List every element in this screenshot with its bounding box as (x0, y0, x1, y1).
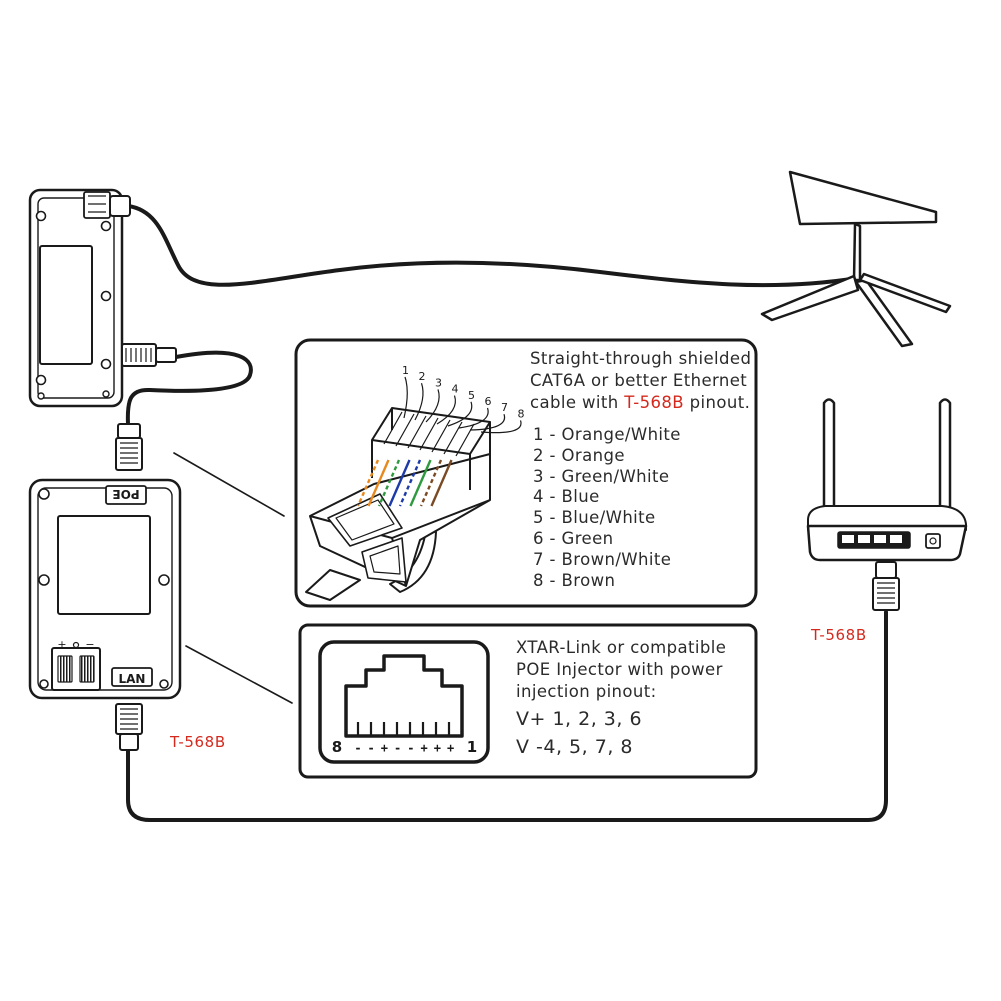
pin-list-item: 7 - Brown/White (533, 549, 672, 569)
leader-pin-4 (436, 395, 456, 425)
router-to-poe-cable (125, 350, 253, 426)
injector-description-line1: XTAR-Link or compatible (516, 638, 727, 657)
rj45-plug-poe-input (115, 423, 143, 471)
wire-pin-1 (356, 459, 380, 507)
rj45-plug-poe-lan (115, 703, 143, 751)
wire-pin-5 (398, 459, 422, 507)
antenna-right (938, 398, 952, 518)
leader-line-pinout (173, 452, 285, 517)
antenna-left (822, 398, 836, 512)
pinout-description-line2: CAT6A or better Ethernet (530, 371, 748, 390)
pin-number-8: 8 (518, 407, 525, 420)
injector-power-pins: V+ 1, 2, 3, 6 V ‑4, 5, 7, 8 (516, 705, 642, 761)
pin-number-7: 7 (501, 401, 508, 414)
lan-label: LAN (119, 672, 146, 686)
jack-contacts (356, 722, 451, 736)
pin-list-item: 3 - Green/White (533, 466, 670, 486)
wire-pin-6 (409, 459, 432, 507)
pin-number-3: 3 (435, 376, 442, 389)
pin-number-5: 5 (468, 389, 475, 402)
dish-plate (788, 170, 938, 226)
injector-description-line2: POE Injector with power (516, 660, 723, 679)
pinout-description-line1: Straight-through shielded (530, 349, 752, 368)
leader-pin-8 (480, 420, 522, 434)
pinout-leader-lines (403, 376, 522, 434)
pinout-standard-label: T-568B (624, 393, 685, 412)
leader-pin-3 (425, 389, 440, 423)
jack-right-number: 1 (467, 738, 477, 756)
wire-pin-7 (419, 459, 443, 507)
dish-stem (852, 222, 862, 282)
wire-pin-8 (430, 459, 453, 507)
leader-pin-6 (458, 407, 489, 429)
poe-minus-mark: − (85, 638, 94, 651)
injector-description-line3: injection pinout: (516, 682, 657, 701)
rj45-plug-router (121, 343, 177, 367)
jack-polarity: - - + - - + + + (354, 741, 454, 755)
leader-line-injector (185, 645, 293, 704)
v-plus-pins: V+ 1, 2, 3, 6 (516, 708, 643, 730)
pin-color-list: 1 - Orange/White 2 - Orange 3 - Green/Wh… (533, 425, 681, 591)
v-minus-pins: V ‑4, 5, 7, 8 (516, 736, 633, 758)
leader-pin-5 (447, 401, 473, 427)
cables (125, 204, 888, 822)
pinout-description: Straight-through shielded CAT6A or bette… (530, 348, 751, 414)
injector-description: XTAR-Link or compatible POE Injector wit… (516, 637, 726, 703)
pin-number-6: 6 (485, 395, 492, 408)
router-top (807, 505, 967, 531)
pin-list-item: 4 - Blue (533, 487, 600, 507)
pinout-wires (356, 459, 453, 507)
rj45-plug-wifi-router (872, 561, 900, 611)
poe-label: POE (112, 487, 139, 501)
jack-outline (318, 640, 490, 764)
lan-to-wifi-router-cable (126, 610, 888, 822)
jack-socket-shape (344, 654, 464, 738)
dish-leg-right (858, 272, 952, 314)
pin-list-item: 8 - Brown (533, 570, 616, 590)
satellite-dish (760, 170, 952, 348)
pin-number-4: 4 (452, 383, 459, 396)
poe-module (28, 478, 182, 700)
wire-pin-3 (377, 459, 401, 507)
pin-number-1: 1 (402, 364, 409, 377)
wifi-router (806, 398, 968, 562)
pin-list-item: 6 - Green (533, 528, 614, 548)
right-cable-standard-label: T-568B (811, 626, 867, 644)
pinout-description-suffix: pinout. (684, 393, 751, 412)
pinout-description-line3: cable with T-568B pinout. (530, 392, 751, 414)
leader-pin-7 (469, 414, 506, 431)
wire-pin-2 (367, 459, 390, 507)
pinout-description-prefix: cable with (530, 393, 625, 412)
pin-number-2: 2 (419, 370, 426, 383)
satellite-router (28, 188, 131, 408)
leader-pin-2 (414, 383, 424, 421)
pin-list-item: 2 - Orange (533, 445, 625, 465)
rj45-plug-pinout-illustration (305, 407, 491, 601)
left-cable-standard-label: T-568B (170, 733, 226, 751)
wire-pin-4 (388, 459, 411, 507)
dish-cable (126, 204, 860, 288)
dish-leg-left (760, 274, 860, 322)
pin-list-item: 5 - Blue/White (533, 508, 656, 528)
poe-plus-mark: + (57, 638, 66, 651)
poe-center-mark (72, 641, 80, 649)
pin-list-item: 1 - Orange/White (533, 425, 681, 444)
jack-left-number: 8 (332, 738, 342, 756)
leader-pin-1 (403, 376, 408, 419)
